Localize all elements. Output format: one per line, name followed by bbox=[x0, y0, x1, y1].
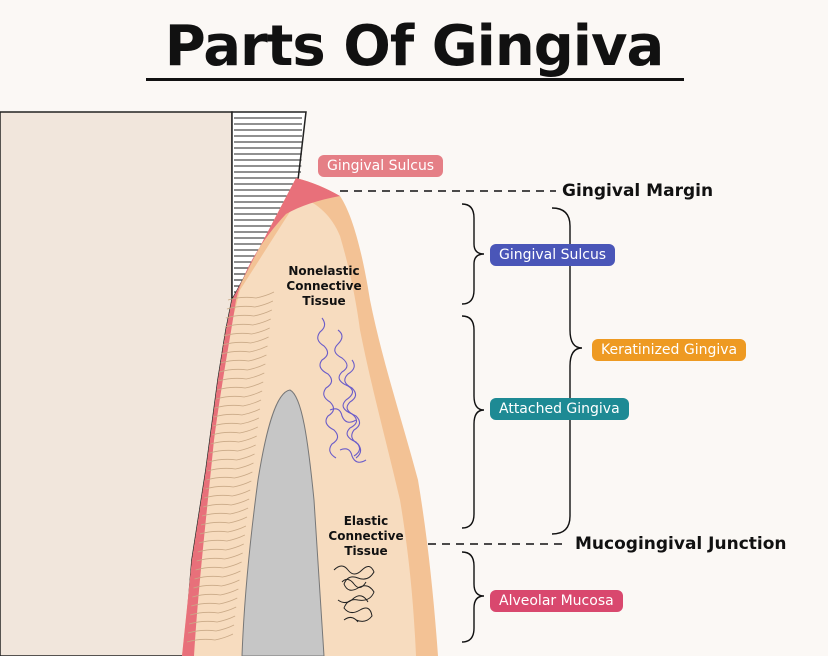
fiber-line bbox=[192, 588, 239, 598]
brace-sulcus bbox=[461, 203, 485, 305]
fiber-line bbox=[191, 597, 238, 607]
fiber-line bbox=[203, 498, 250, 508]
fiber-line bbox=[211, 426, 258, 436]
nonelastic-line-2: Connective bbox=[286, 279, 362, 293]
sulcular-epithelium bbox=[182, 178, 340, 656]
fiber-line bbox=[209, 444, 256, 454]
fiber-line bbox=[186, 633, 234, 643]
title-underline bbox=[146, 78, 684, 81]
fiber-line bbox=[187, 624, 235, 634]
fiber-line bbox=[210, 435, 257, 445]
nonelastic-line-1: Nonelastic bbox=[288, 264, 360, 278]
elastic-line-1: Elastic bbox=[343, 514, 389, 528]
label-gingival-margin: Gingival Margin bbox=[562, 181, 714, 201]
brace-alveolar bbox=[461, 551, 485, 643]
nonelastic-line-3: Tissue bbox=[302, 294, 346, 308]
brace-keratinized bbox=[551, 207, 583, 535]
label-gingival-sulcus: Gingival Sulcus bbox=[490, 244, 616, 266]
fiber-line bbox=[218, 372, 265, 382]
fiber-line bbox=[197, 543, 244, 553]
label-gingival-sulcus-top: Gingival Sulcus bbox=[318, 155, 444, 177]
fiber-line bbox=[201, 507, 249, 517]
fiber-line bbox=[204, 489, 251, 499]
fiber-line bbox=[189, 615, 236, 625]
elastic-line-2: Connective bbox=[328, 529, 404, 543]
brace-attached bbox=[461, 315, 485, 529]
fiber-line bbox=[219, 363, 266, 373]
fiber-line bbox=[196, 552, 243, 562]
elastic-fibers bbox=[333, 565, 375, 623]
label-keratinized-gingiva: Keratinized Gingiva bbox=[592, 339, 747, 361]
fiber-line bbox=[214, 399, 262, 409]
fiber-line bbox=[220, 354, 267, 364]
fiber-line bbox=[217, 381, 264, 391]
enamel-hatching bbox=[234, 117, 302, 293]
fiber-line bbox=[226, 300, 274, 310]
fiber-line bbox=[205, 480, 252, 490]
fiber-line bbox=[216, 390, 263, 400]
fiber-line bbox=[227, 291, 275, 301]
alveolar-bone bbox=[241, 389, 325, 656]
fiber-line bbox=[193, 579, 240, 589]
fiber-line bbox=[213, 408, 261, 418]
collagen-fibers bbox=[317, 317, 367, 463]
fiber-line bbox=[207, 462, 254, 472]
label-alveolar-mucosa: Alveolar Mucosa bbox=[490, 590, 623, 612]
fiber-line bbox=[190, 606, 237, 616]
fiber-line bbox=[198, 534, 246, 544]
label-mucogingival-junction: Mucogingival Junction bbox=[575, 534, 787, 554]
page-title: Parts Of Gingiva bbox=[164, 14, 665, 79]
fiber-line bbox=[194, 570, 241, 580]
periodontal-fibers bbox=[186, 291, 275, 643]
fiber-line bbox=[199, 525, 247, 535]
fiber-line bbox=[200, 516, 248, 526]
fiber-line bbox=[224, 318, 271, 328]
fiber-line bbox=[221, 345, 268, 355]
fiber-line bbox=[222, 336, 269, 346]
fiber-line bbox=[225, 309, 273, 319]
label-elastic-connective-tissue: Elastic Connective Tissue bbox=[316, 514, 416, 559]
fiber-line bbox=[208, 453, 255, 463]
fiber-line bbox=[206, 471, 253, 481]
fiber-line bbox=[223, 327, 270, 337]
label-nonelastic-connective-tissue: Nonelastic Connective Tissue bbox=[276, 264, 372, 309]
elastic-line-3: Tissue bbox=[344, 544, 388, 558]
label-attached-gingiva: Attached Gingiva bbox=[490, 398, 629, 420]
fiber-line bbox=[212, 417, 260, 427]
fiber-line bbox=[195, 561, 242, 571]
